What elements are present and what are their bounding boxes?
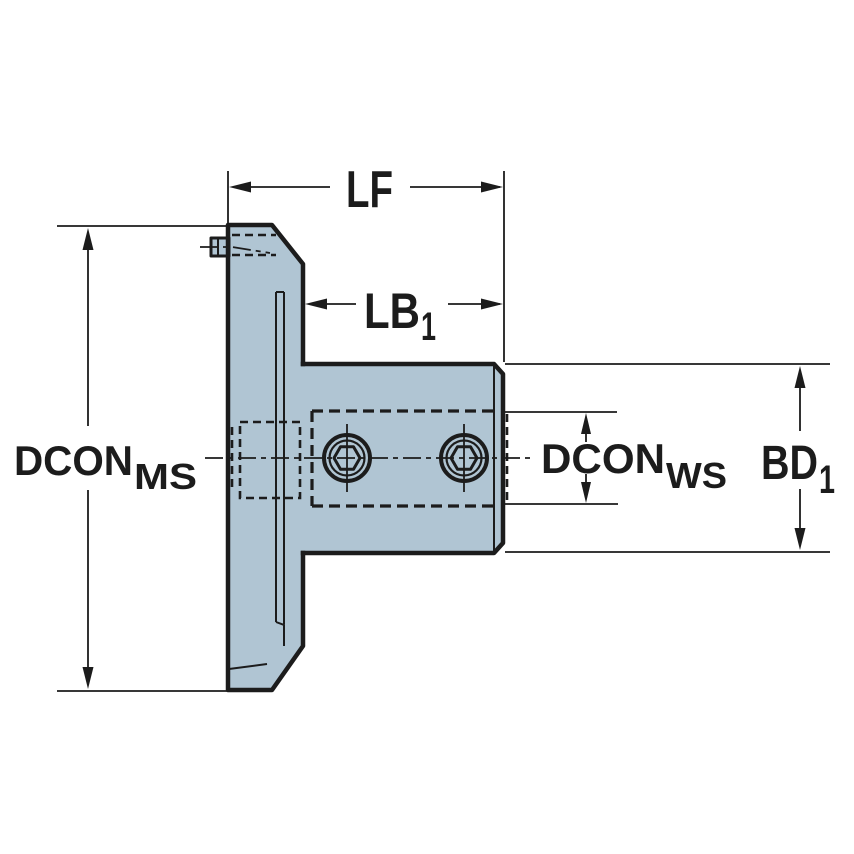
- clamp-pin-body: [211, 238, 229, 256]
- arrowhead-up: [581, 413, 591, 434]
- arrowhead-up: [794, 366, 806, 388]
- arrowhead-right: [481, 181, 503, 193]
- arrowhead-left: [229, 181, 251, 193]
- drawing-ink: [57, 171, 830, 693]
- clamp-pin-outline: [209, 236, 231, 258]
- label-lf: LF: [346, 161, 393, 219]
- flange-pocket-hidden-rect: [238, 420, 302, 500]
- arrowhead-left: [305, 298, 327, 310]
- label-lb1: LB: [364, 283, 420, 339]
- label-bd1-subscript: 1: [819, 458, 835, 502]
- label-bd1: BD: [761, 437, 818, 490]
- label-dcon-ms-subscript: MS: [134, 456, 197, 497]
- label-lb1-subscript: 1: [421, 305, 436, 349]
- dimension-lf: [227, 171, 505, 362]
- label-dcon-ws: DCON: [541, 435, 665, 482]
- arrowhead-right: [481, 298, 503, 310]
- arrowhead-down: [794, 528, 806, 550]
- dimension-bd1: [505, 363, 830, 553]
- clamp-pin-centerline: [200, 246, 271, 254]
- arrowhead-down: [82, 667, 94, 689]
- flange-bottom-chamfer-edge: [228, 663, 268, 670]
- screw-hex-socket: [332, 445, 362, 471]
- socket-screw-left: [322, 424, 372, 492]
- label-dcon-ws-subscript: WS: [666, 455, 727, 496]
- arrowhead-down: [581, 482, 591, 503]
- dimension-dcon-ms: [57, 225, 273, 692]
- drawing-labels: LF LB 1 DCON MS DCON WS BD 1: [14, 161, 835, 502]
- flange-rim-step-bottom: [275, 621, 285, 646]
- label-dcon-ms: DCON: [14, 437, 133, 484]
- screw-hex-socket: [449, 445, 479, 471]
- dimension-dcon-ws: [505, 411, 618, 505]
- socket-screw-right: [439, 424, 489, 492]
- arrowhead-up: [82, 228, 94, 250]
- dimension-lb1: [305, 298, 503, 310]
